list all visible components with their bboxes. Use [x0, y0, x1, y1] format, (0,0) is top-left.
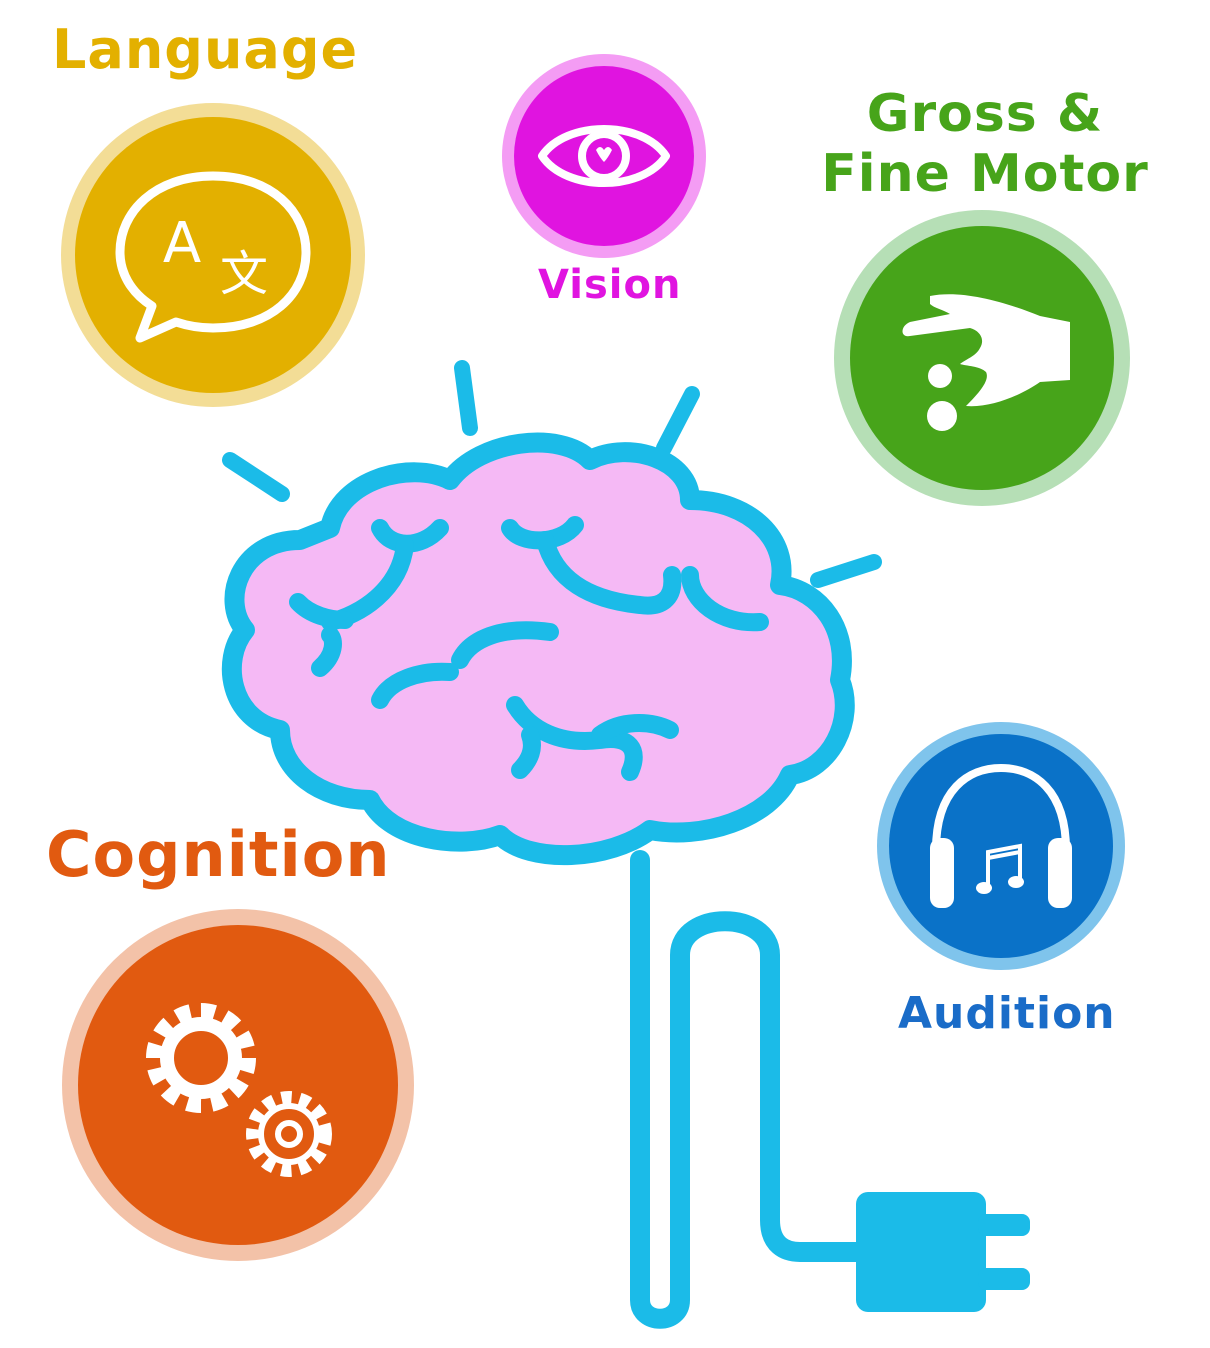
gross-label-line-1: Gross & [866, 84, 1104, 144]
eye-icon [538, 125, 670, 187]
motor-badge [834, 210, 1130, 506]
headphones-icon [930, 763, 1072, 908]
power-plug-icon [856, 1192, 1030, 1312]
cognition-label: Cognition [46, 818, 391, 891]
language-badge: A 文 [61, 103, 365, 407]
audition-badge [877, 722, 1125, 970]
music-note-icon [976, 843, 1024, 894]
gross-label-line-2: Fine Motor [821, 144, 1149, 204]
letter-a-glyph: A [163, 211, 201, 276]
brain-rays [222, 360, 882, 588]
language-label: Language [52, 18, 359, 81]
gears-icon [146, 1003, 332, 1177]
vision-badge [502, 54, 706, 258]
brain-folds [289, 516, 769, 781]
audition-label: Audition [898, 988, 1116, 1039]
chinese-character-glyph: 文 [220, 246, 268, 302]
speech-bubble-translate-icon: A 文 [115, 171, 311, 343]
cognition-badge [62, 909, 414, 1261]
vision-label: Vision [538, 262, 682, 308]
gross-fine-motor-label: Gross & Fine Motor [800, 84, 1170, 204]
brain-icon [221, 360, 1030, 1329]
power-cord [630, 850, 874, 1329]
pinching-hand-icon [902, 294, 1070, 431]
